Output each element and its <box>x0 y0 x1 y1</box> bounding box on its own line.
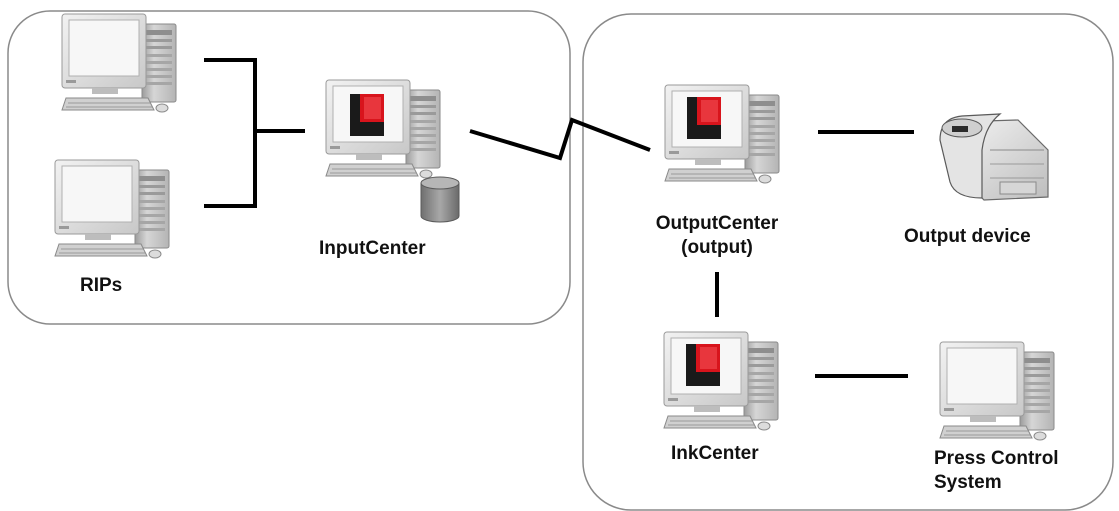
press-control-label-line1: Press Control <box>934 448 1059 469</box>
rip-bracket-connector <box>204 58 305 208</box>
database-icon <box>420 176 460 223</box>
rip-workstation-top <box>61 13 177 113</box>
press-control-label: Press Control System <box>934 447 1059 495</box>
inkcenter-logo-icon <box>686 344 720 386</box>
press-control-workstation <box>939 341 1055 441</box>
rip-workstation-bottom <box>54 159 170 259</box>
input-group-box <box>7 10 571 325</box>
outputcenter-label: OutputCenter (output) <box>632 212 802 260</box>
outputcenter-label-line2: (output) <box>681 237 753 258</box>
wan-zigzag-connector <box>469 117 651 161</box>
inputcenter-label: InputCenter <box>319 238 426 259</box>
workstation-icon <box>939 341 1055 441</box>
outputcenter-label-line1: OutputCenter <box>655 213 779 234</box>
inputcenter-logo-icon <box>350 94 384 136</box>
outputcenter-workstation <box>664 84 780 184</box>
workstation-icon <box>54 159 170 259</box>
output-group-box <box>582 13 1114 511</box>
workstation-icon <box>61 13 177 113</box>
inkcenter-label: InkCenter <box>671 443 759 464</box>
printer-icon <box>939 113 1049 201</box>
workstation-logo-icon <box>664 84 780 184</box>
inputcenter-workstation <box>325 79 441 179</box>
rips-label: RIPs <box>80 275 123 296</box>
workstation-logo-icon <box>663 331 779 431</box>
inkcenter-workstation <box>663 331 779 431</box>
press-control-label-line2: System <box>934 472 1002 493</box>
outputcenter-logo-icon <box>687 97 721 139</box>
output-device-label: Output device <box>904 226 1031 247</box>
